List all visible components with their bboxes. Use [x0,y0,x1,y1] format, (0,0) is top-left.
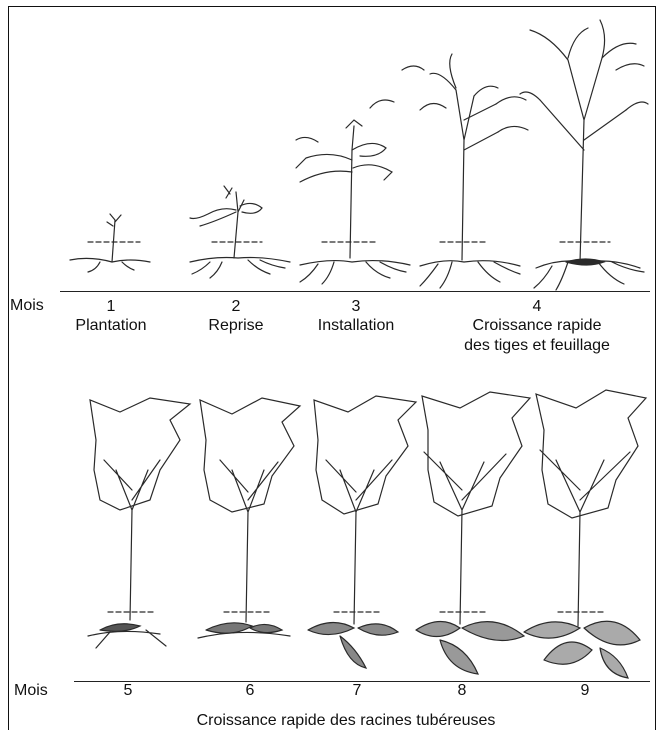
stage-label-croissance-tiges: Croissance rapide [473,317,602,335]
month-number-7: 7 [353,682,362,700]
stage-label-installation: Installation [318,317,395,335]
plant-month-5 [88,398,190,648]
month-number-8: 8 [458,682,467,700]
plant-month-1 [70,214,150,272]
plant-month-4a [370,54,528,288]
top-month-axis [60,291,650,292]
month-number-3: 3 [352,298,361,316]
month-number-5: 5 [124,682,133,700]
bottom-month-axis [74,681,650,682]
month-number-6: 6 [246,682,255,700]
stage-label-croissance-tiges-line2: des tiges et feuillage [464,337,610,355]
plant-month-6 [198,398,300,638]
month-number-4: 4 [533,298,542,316]
stage-label-plantation: Plantation [75,317,146,335]
plant-month-7 [308,396,416,668]
month-label-bottom: Mois [14,682,48,700]
month-number-2: 2 [232,298,241,316]
caption-tuber-growth: Croissance rapide des racines tubéreuses [197,712,496,730]
month-number-1: 1 [107,298,116,316]
month-number-9: 9 [581,682,590,700]
month-label-top: Mois [10,297,44,315]
plant-month-4b [520,20,648,290]
plant-month-2 [190,186,290,278]
plant-month-3 [296,120,410,284]
stage-label-reprise: Reprise [208,317,263,335]
plant-month-9 [524,390,646,678]
plant-month-8 [416,392,530,674]
